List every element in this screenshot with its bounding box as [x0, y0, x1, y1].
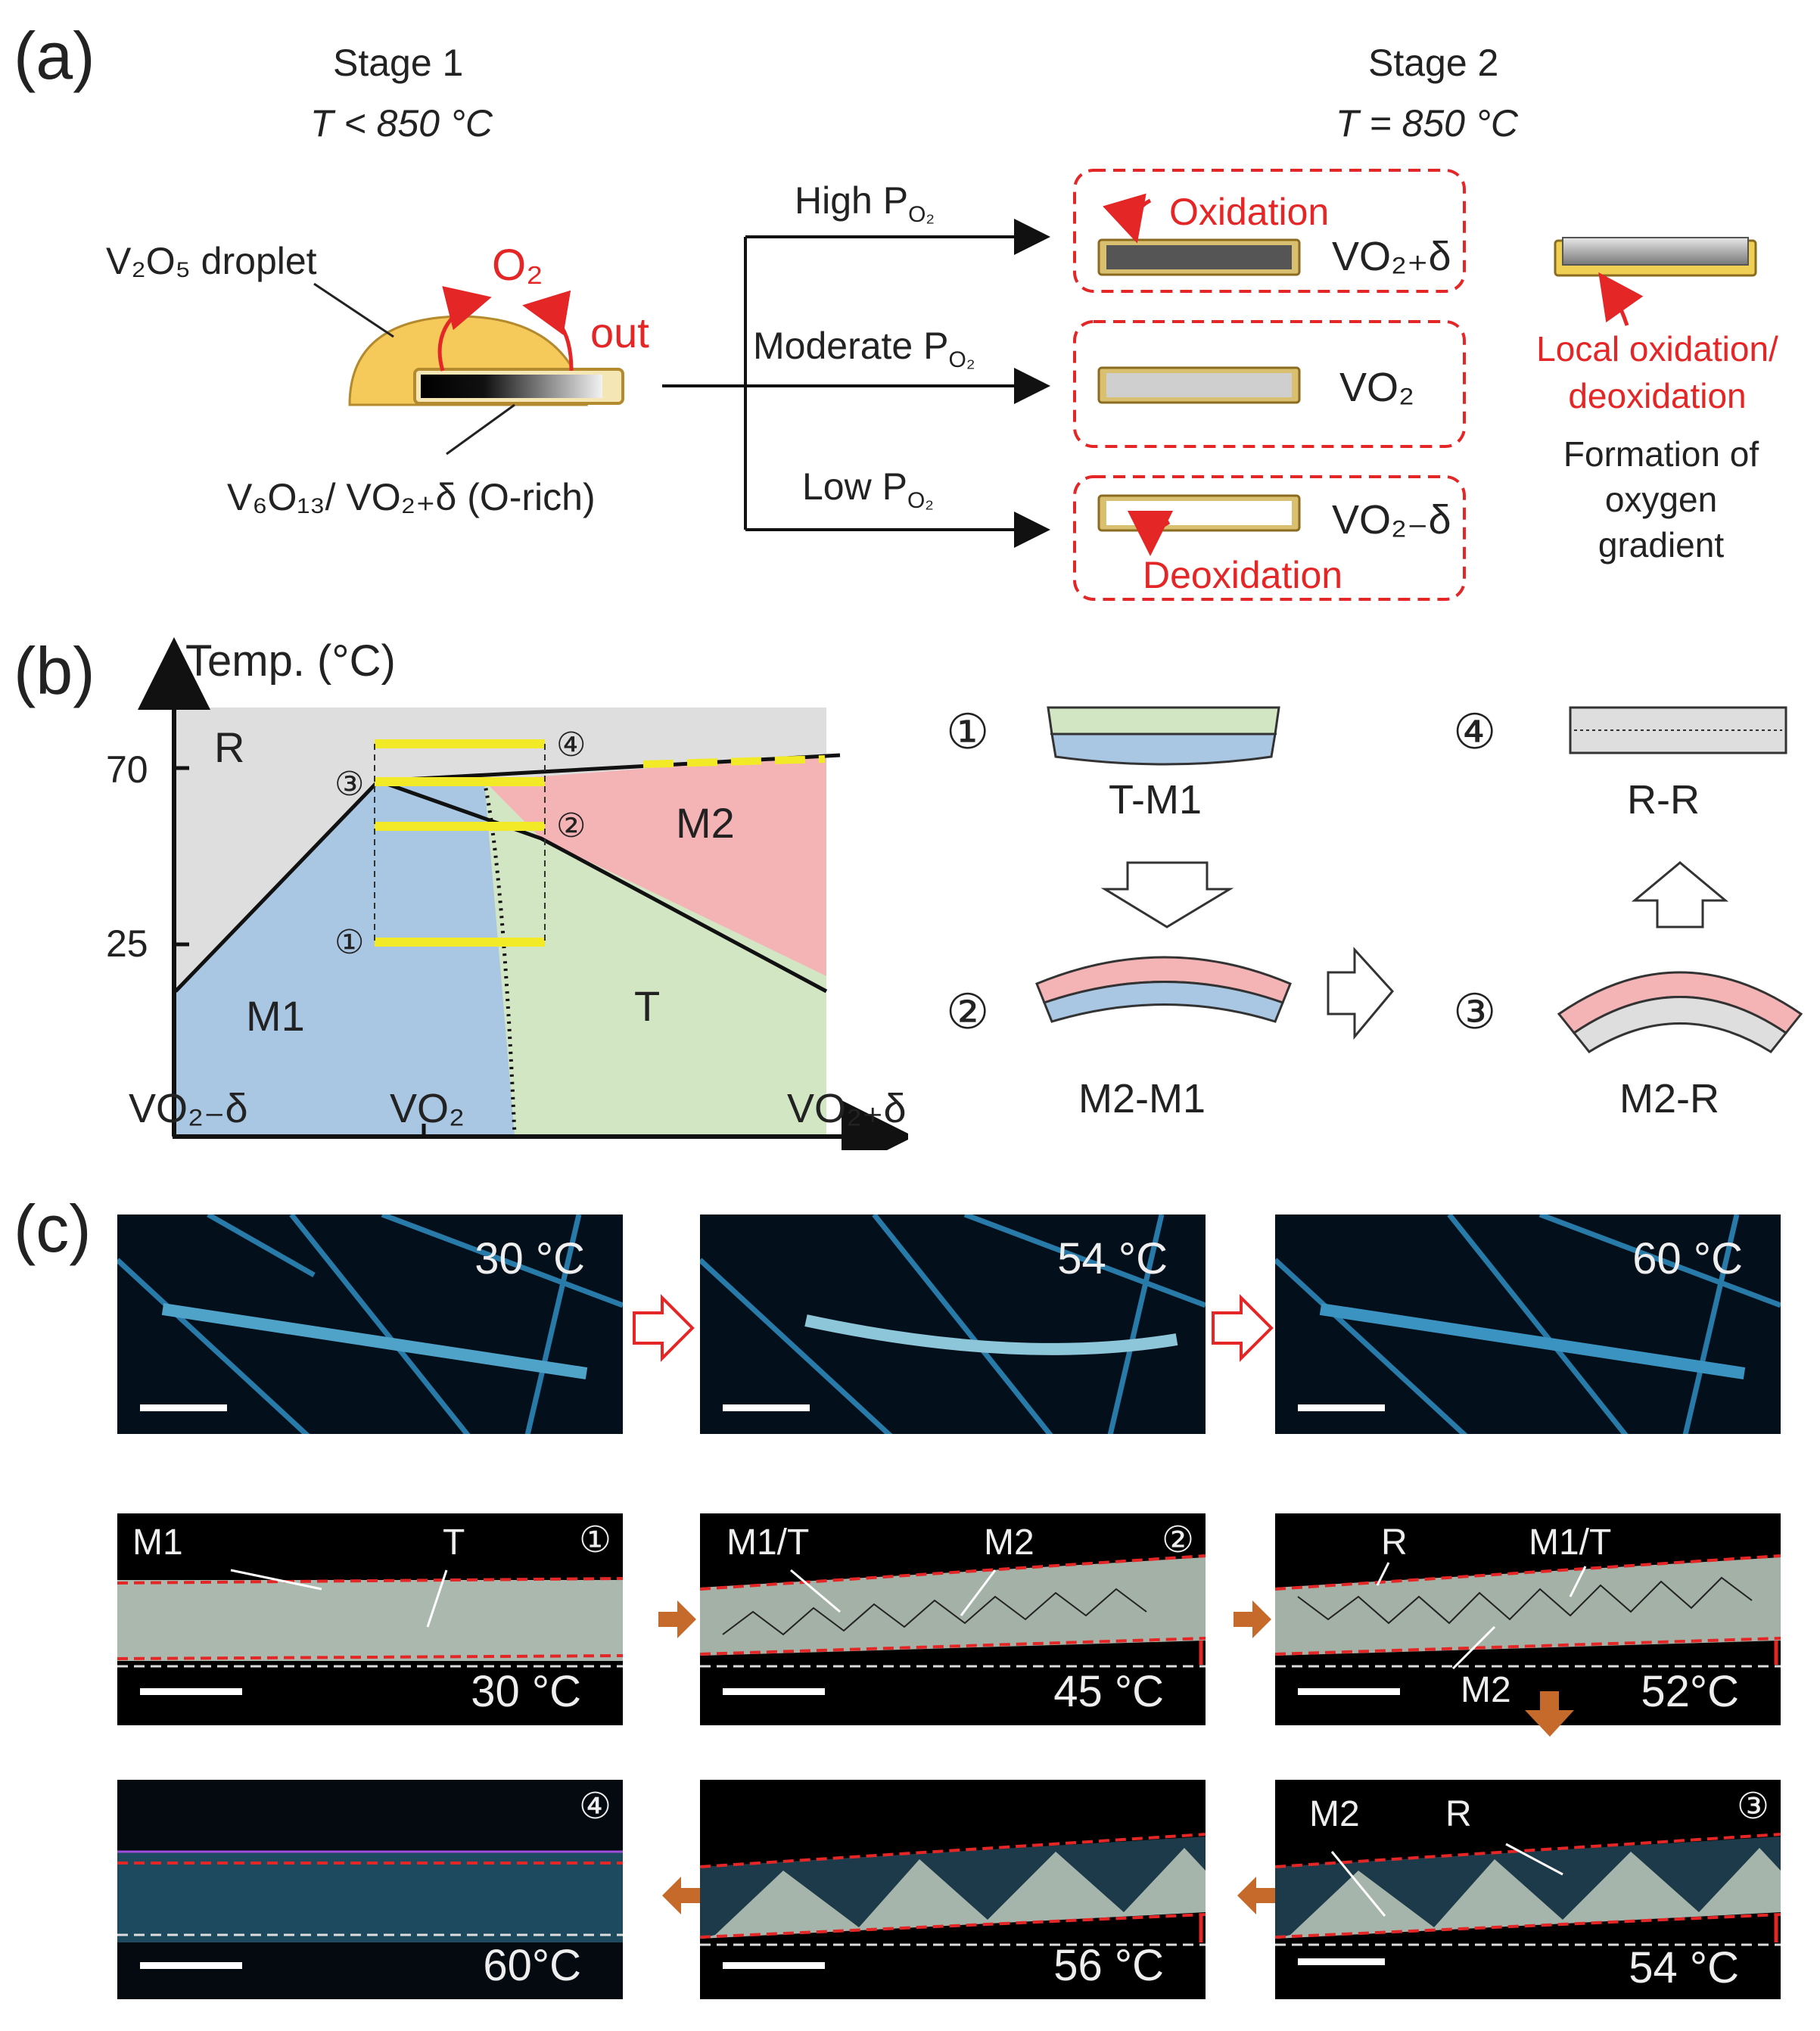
panel-a-diagram [313, 169, 1757, 601]
temp-label: 54 °C [1057, 1234, 1168, 1283]
stage2-temp: T = 850 °C [1336, 102, 1518, 145]
domain-label-m1t: M1/T [726, 1522, 810, 1563]
optical-image-60c: 60 °C [1275, 1215, 1781, 1434]
temp-label: 54 °C [1629, 1943, 1739, 1992]
state-1-name: T-M1 [1109, 777, 1202, 823]
path-marker-4: ④ [556, 726, 586, 764]
path-marker-2: ② [556, 807, 586, 844]
y-tick-70: 70 [106, 748, 148, 791]
temp-label: 60 °C [1632, 1234, 1743, 1283]
phase-diagram [138, 637, 908, 1150]
orange-arrows [658, 1600, 1574, 1914]
domain-label-r: R [1445, 1794, 1472, 1834]
domain-label-r: R [1381, 1522, 1408, 1563]
branch-moderate: Moderate PO₂ [753, 325, 975, 372]
branch-high: High PO₂ [795, 179, 935, 227]
state-4-name: R-R [1627, 777, 1700, 823]
panel-c-label: (c) [14, 1191, 92, 1266]
state-number: ① [578, 1520, 611, 1560]
state-number: ④ [578, 1787, 611, 1827]
temp-label: 30 °C [474, 1234, 585, 1283]
domain-label-t: T [443, 1522, 465, 1563]
temp-label: 52°C [1641, 1667, 1739, 1716]
x-tick-vo2: VO₂ [390, 1086, 465, 1131]
state-2-num: ② [946, 984, 990, 1039]
domain-image-30c: M1 T ① 30 °C [117, 1513, 623, 1725]
panel-b-label: (b) [14, 633, 95, 708]
domain-label-m2: M2 [984, 1522, 1034, 1563]
y-tick-25: 25 [106, 922, 148, 965]
scale-bar [140, 1962, 242, 1969]
scale-bar [723, 1404, 810, 1411]
local-oxidation-label: Local oxidation/ deoxidation [1536, 329, 1778, 415]
stage1-temp: T < 850 °C [310, 102, 493, 145]
domain-image-54c: M2 R ③ 54 °C [1275, 1780, 1781, 1999]
product-low: VO₂₋δ [1332, 497, 1451, 543]
scale-bar [1298, 1958, 1385, 1965]
state-3-name: M2-R [1619, 1076, 1719, 1121]
gradient-label: Formation of oxygen gradient [1563, 434, 1759, 565]
temp-label: 56 °C [1053, 1941, 1164, 1990]
state-4-num: ④ [1453, 704, 1497, 759]
domain-image-60c: ④ 60°C [117, 1780, 623, 1999]
domain-image-56c: 56 °C [700, 1780, 1206, 1999]
panel-a-label: (a) [14, 18, 95, 93]
scale-bar [140, 1404, 227, 1411]
product-moderate: VO₂ [1339, 365, 1414, 410]
x-tick-vo2-minus: VO₂₋δ [129, 1086, 248, 1131]
domain-label-m2: M2 [1461, 1670, 1511, 1710]
region-label-r: R [214, 723, 245, 771]
product-high: VO₂₊δ [1332, 234, 1451, 279]
state-number: ② [1161, 1520, 1194, 1560]
temp-label: 45 °C [1053, 1667, 1164, 1716]
path-marker-3: ③ [334, 766, 365, 803]
scale-bar [1298, 1404, 1385, 1411]
temp-label: 30 °C [471, 1667, 581, 1716]
optical-image-54c: 54 °C [700, 1215, 1206, 1434]
scale-bar [140, 1688, 242, 1695]
scale-bar [723, 1688, 825, 1695]
branch-low: Low PO₂ [802, 465, 934, 513]
deoxidation-label: Deoxidation [1143, 554, 1343, 596]
state-1-num: ① [946, 704, 990, 759]
region-t [484, 781, 826, 1135]
domain-label-m1t: M1/T [1529, 1522, 1612, 1563]
stage2-title: Stage 2 [1368, 42, 1499, 84]
stage1-title: Stage 1 [333, 42, 464, 84]
region-label-t: T [634, 982, 661, 1030]
region-m1 [176, 781, 515, 1135]
droplet-label: V₂O₅ droplet [106, 240, 317, 282]
temp-label: 60°C [483, 1941, 581, 1990]
x-tick-vo2-plus: VO₂₊δ [787, 1086, 907, 1131]
region-label-m2: M2 [676, 799, 735, 847]
region-label-m1: M1 [246, 992, 305, 1040]
o2-label: O₂ [492, 241, 543, 290]
out-label: out [590, 309, 649, 356]
scale-bar [1298, 1688, 1400, 1695]
region-m2b [484, 754, 826, 976]
state-3-num: ③ [1453, 984, 1497, 1039]
state-2-name: M2-M1 [1078, 1076, 1206, 1121]
row1-arrows [633, 1294, 1274, 1362]
state-number: ③ [1736, 1787, 1769, 1827]
wire-label: V₆O₁₃/ VO₂₊δ (O-rich) [227, 476, 596, 518]
y-axis-title: Temp. (°C) [185, 636, 396, 686]
domain-image-45c: M1/T M2 ② 45 °C [700, 1513, 1206, 1725]
bending-states [1035, 706, 1803, 1053]
domain-image-52c: R M1/T M2 52°C [1275, 1513, 1781, 1725]
oxidation-label: Oxidation [1169, 191, 1330, 233]
optical-image-30c: 30 °C [117, 1215, 623, 1434]
domain-label-m1: M1 [132, 1522, 183, 1563]
domain-label-m2: M2 [1309, 1794, 1360, 1834]
scale-bar [723, 1962, 825, 1969]
path-marker-1: ① [334, 924, 365, 961]
